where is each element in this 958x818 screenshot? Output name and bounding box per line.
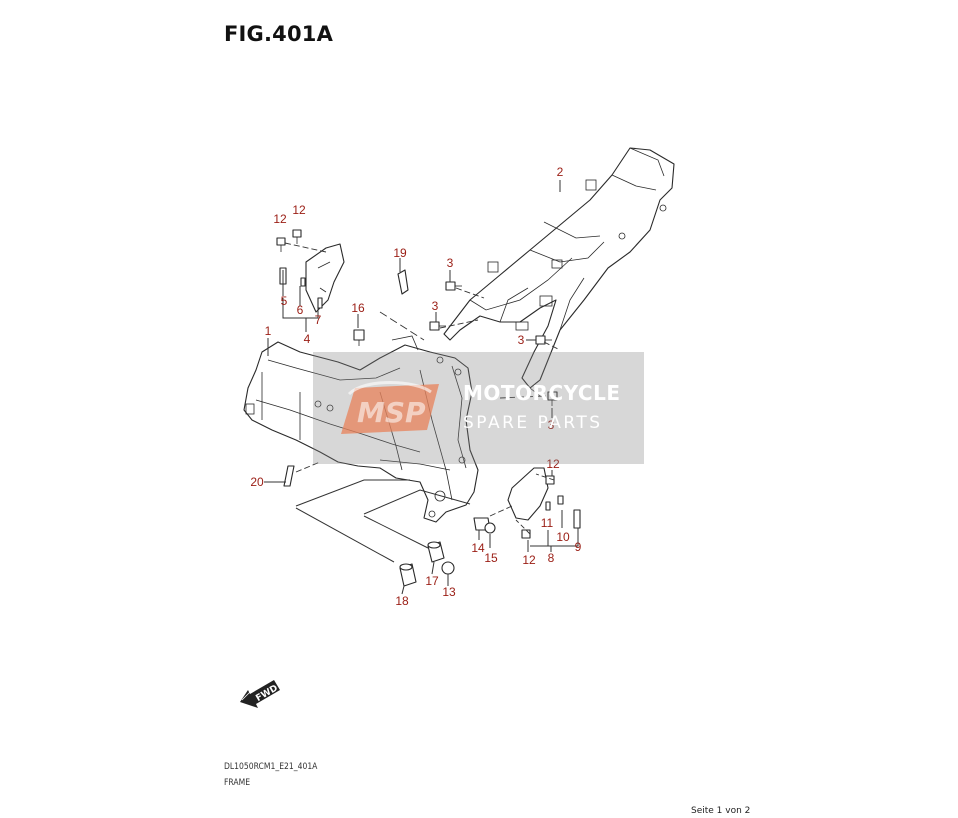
watermark-logo-text: MSP xyxy=(357,396,426,429)
callout-5: 5 xyxy=(281,294,288,308)
model-code: DL1050RCM1_E21_401A xyxy=(224,762,318,772)
callout-3c: 3 xyxy=(518,333,525,347)
callout-12a: 12 xyxy=(273,212,287,226)
bolts xyxy=(276,229,558,539)
callout-2: 2 xyxy=(557,165,564,179)
leader-lines xyxy=(264,180,579,595)
callout-12b: 12 xyxy=(292,203,306,217)
callout-3a: 3 xyxy=(447,256,454,270)
callout-6: 6 xyxy=(297,303,304,317)
callout-3d: 3 xyxy=(548,418,555,432)
figure-title: FIG.401A xyxy=(224,22,334,46)
callout-10: 10 xyxy=(556,530,570,544)
callout-20: 20 xyxy=(250,475,264,489)
callout-18: 18 xyxy=(395,594,409,608)
callout-12d: 12 xyxy=(522,553,536,567)
watermark-logo: MSP xyxy=(341,381,439,434)
callout-3b: 3 xyxy=(432,299,439,313)
rear-subframe-part-2 xyxy=(443,147,675,397)
callout-labels: 1 2 3 3 3 3 4 5 6 7 8 9 10 11 12 12 12 1… xyxy=(250,165,581,608)
callout-17: 17 xyxy=(425,574,439,588)
callout-15: 15 xyxy=(484,551,498,565)
page-indicator: Seite 1 von 2 xyxy=(691,806,751,816)
left-cover-bracket xyxy=(279,243,345,313)
callout-11: 11 xyxy=(541,516,554,530)
right-cover-bracket xyxy=(507,467,581,529)
callout-14: 14 xyxy=(471,541,485,555)
callout-16: 16 xyxy=(351,301,365,315)
callout-9: 9 xyxy=(575,540,582,554)
callout-13: 13 xyxy=(442,585,456,599)
forward-direction-arrow-icon: FWD xyxy=(240,680,280,708)
spacers xyxy=(399,517,496,587)
callout-7: 7 xyxy=(315,313,322,327)
callout-19: 19 xyxy=(393,246,407,260)
watermark-line-1: MOTORCYCLE xyxy=(463,381,621,405)
callout-1: 1 xyxy=(265,324,272,338)
callout-4: 4 xyxy=(304,332,311,346)
section-name: FRAME xyxy=(224,778,251,788)
callout-12c: 12 xyxy=(546,457,560,471)
watermark-line-2: SPARE PARTS xyxy=(463,413,603,433)
callout-8: 8 xyxy=(548,551,555,565)
